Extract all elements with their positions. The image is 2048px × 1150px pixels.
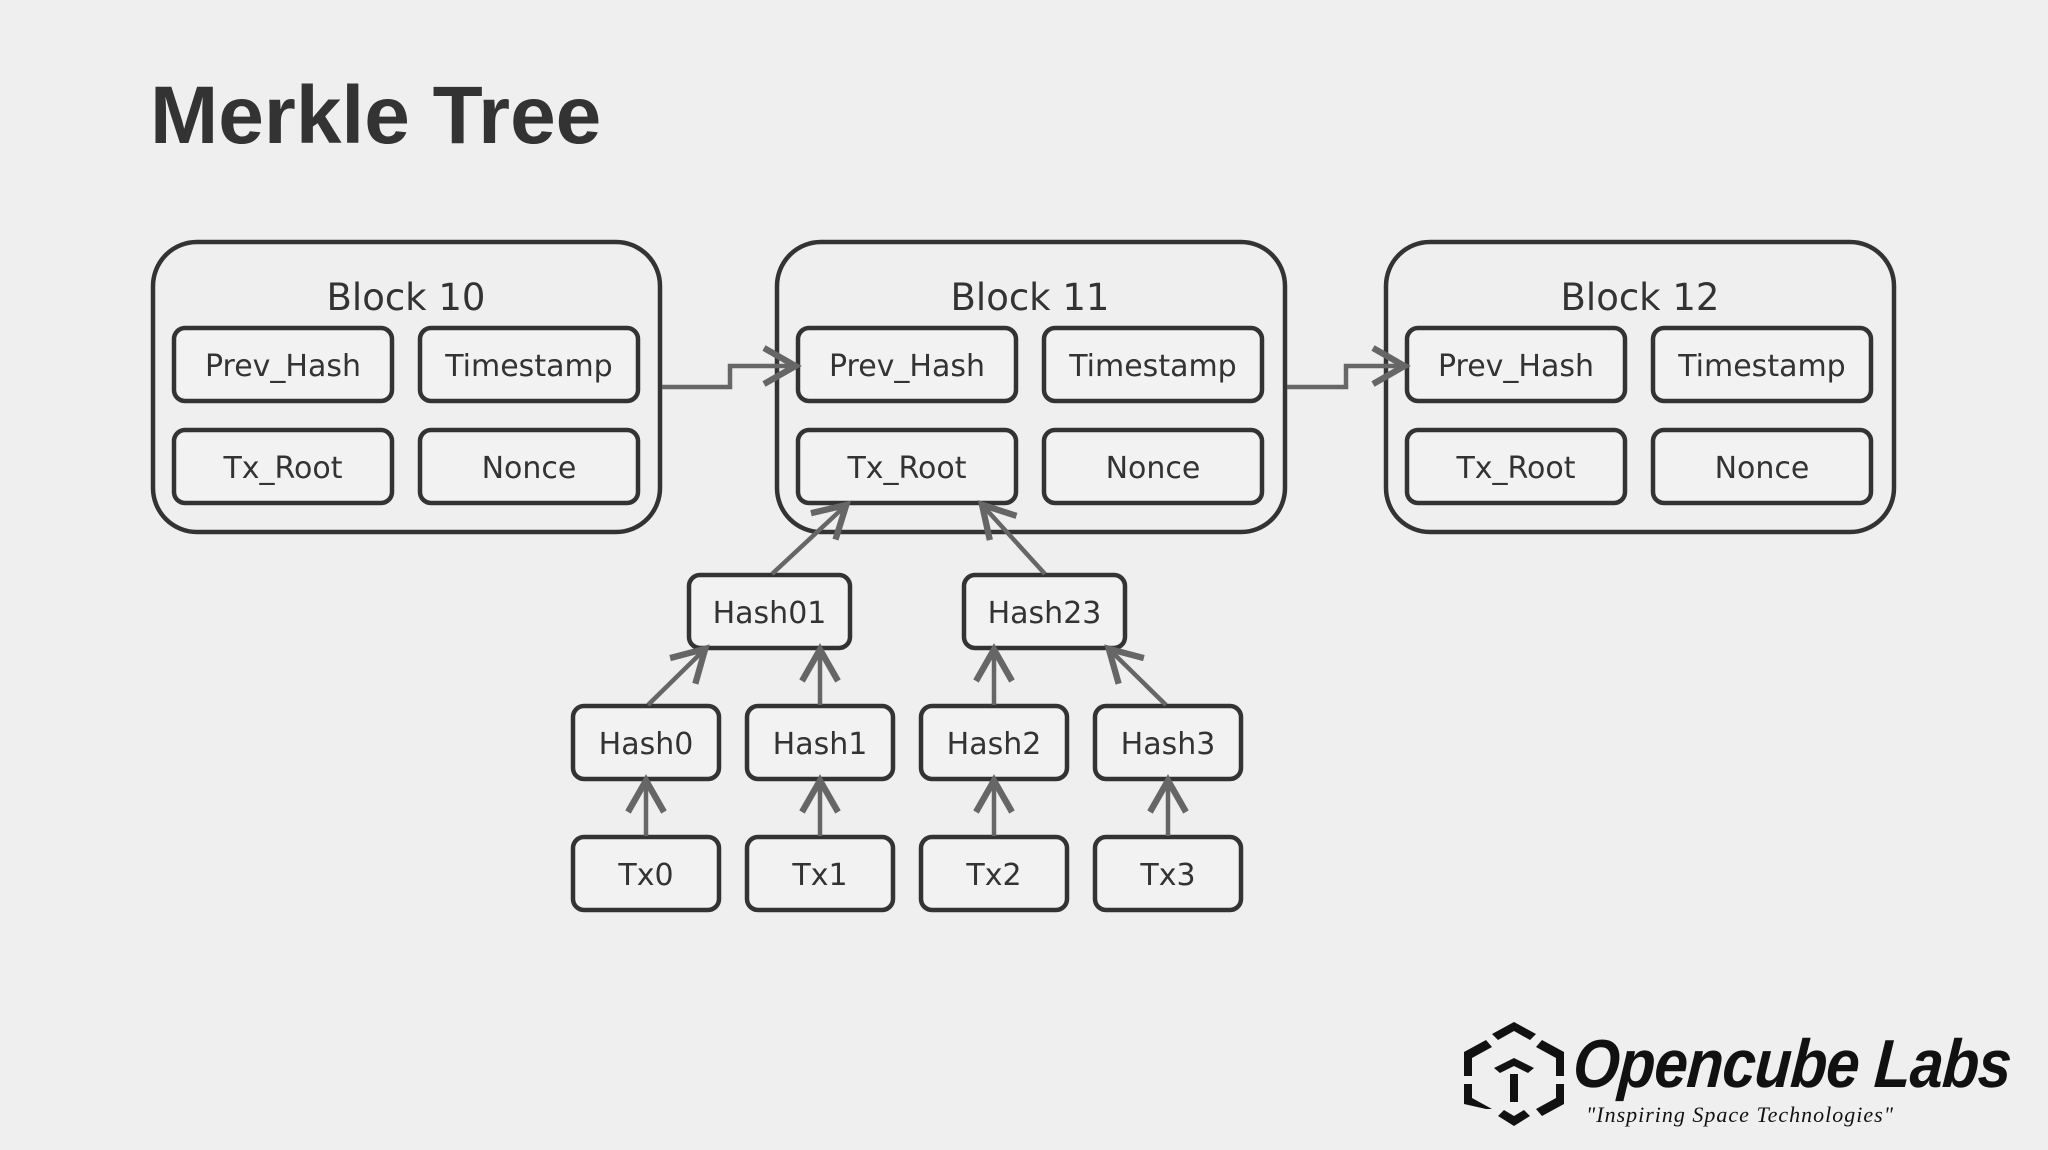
node-label: Tx1 bbox=[791, 858, 847, 893]
field-label: Timestamp bbox=[444, 349, 612, 384]
field-prev-hash: Prev_Hash bbox=[795, 325, 1019, 404]
field-label: Tx_Root bbox=[222, 451, 342, 486]
field-label: Tx_Root bbox=[846, 451, 966, 486]
tree-node-tx2: Tx2 bbox=[918, 834, 1070, 913]
arrow-hash0-to-hash01 bbox=[646, 644, 710, 707]
node-label: Hash2 bbox=[947, 727, 1042, 762]
field-prev-hash: Prev_Hash bbox=[171, 325, 395, 404]
field-label: Timestamp bbox=[1068, 349, 1236, 384]
field-timestamp: Timestamp bbox=[1041, 325, 1265, 404]
arrow-hash01-to-txroot bbox=[770, 500, 851, 576]
tree-node-hash1: Hash1 bbox=[744, 703, 896, 782]
block-frame bbox=[1383, 239, 1897, 535]
field-label: Timestamp bbox=[1677, 349, 1845, 384]
field-label: Nonce bbox=[1106, 451, 1201, 486]
arrow-hash3-to-hash23 bbox=[1104, 644, 1168, 707]
node-label: Tx2 bbox=[965, 858, 1021, 893]
node-label: Tx3 bbox=[1139, 858, 1195, 893]
node-label: Hash01 bbox=[713, 596, 827, 631]
tree-node-tx1: Tx1 bbox=[744, 834, 896, 913]
field-prev-hash: Prev_Hash bbox=[1404, 325, 1628, 404]
field-nonce: Nonce bbox=[1650, 427, 1874, 506]
field-label: Prev_Hash bbox=[205, 349, 361, 384]
field-label: Prev_Hash bbox=[1438, 349, 1594, 384]
field-label: Tx_Root bbox=[1455, 451, 1575, 486]
tree-node-tx0: Tx0 bbox=[570, 834, 722, 913]
tree-node-hash0: Hash0 bbox=[570, 703, 722, 782]
block-frame bbox=[774, 239, 1288, 535]
chain-arrow-block10-to-block11 bbox=[662, 345, 802, 390]
block-10: Block 10 Prev_Hash Timestamp Tx_Root Non… bbox=[150, 239, 663, 535]
tree-node-hash23: Hash23 bbox=[961, 572, 1128, 651]
field-timestamp: Timestamp bbox=[1650, 325, 1874, 404]
tree-node-hash2: Hash2 bbox=[918, 703, 1070, 782]
block-title: Block 10 bbox=[327, 276, 486, 319]
field-tx-root: Tx_Root bbox=[795, 427, 1019, 506]
chain-arrow-block11-to-block12 bbox=[1287, 345, 1411, 390]
field-nonce: Nonce bbox=[1041, 427, 1265, 506]
tree-node-hash01: Hash01 bbox=[686, 572, 853, 651]
logo-tagline: "Inspiring Space Technologies" bbox=[1586, 1102, 1894, 1127]
block-frame bbox=[150, 239, 663, 535]
block-title: Block 12 bbox=[1561, 276, 1720, 319]
field-tx-root: Tx_Root bbox=[171, 427, 395, 506]
node-label: Tx0 bbox=[617, 858, 673, 893]
field-nonce: Nonce bbox=[417, 427, 641, 506]
block-title: Block 11 bbox=[951, 276, 1110, 319]
logo-wordmark: Opencube Labs bbox=[1570, 1026, 2014, 1102]
block-12: Block 12 Prev_Hash Timestamp Tx_Root Non… bbox=[1383, 239, 1897, 535]
field-tx-root: Tx_Root bbox=[1404, 427, 1628, 506]
field-label: Prev_Hash bbox=[829, 349, 985, 384]
field-label: Nonce bbox=[482, 451, 577, 486]
block-11: Block 11 Prev_Hash Timestamp Tx_Root Non… bbox=[774, 239, 1288, 535]
tree-node-hash3: Hash3 bbox=[1092, 703, 1244, 782]
node-label: Hash3 bbox=[1121, 727, 1216, 762]
node-label: Hash23 bbox=[988, 596, 1102, 631]
field-label: Nonce bbox=[1715, 451, 1810, 486]
field-timestamp: Timestamp bbox=[417, 325, 641, 404]
hexagon-cube-icon bbox=[1464, 1022, 1564, 1126]
node-label: Hash1 bbox=[773, 727, 868, 762]
company-logo: Opencube Labs "Inspiring Space Technolog… bbox=[1458, 1018, 2038, 1138]
arrow-hash23-to-txroot bbox=[977, 499, 1047, 576]
tree-node-tx3: Tx3 bbox=[1092, 834, 1244, 913]
node-label: Hash0 bbox=[599, 727, 694, 762]
slide-title: Merkle Tree bbox=[150, 70, 602, 161]
